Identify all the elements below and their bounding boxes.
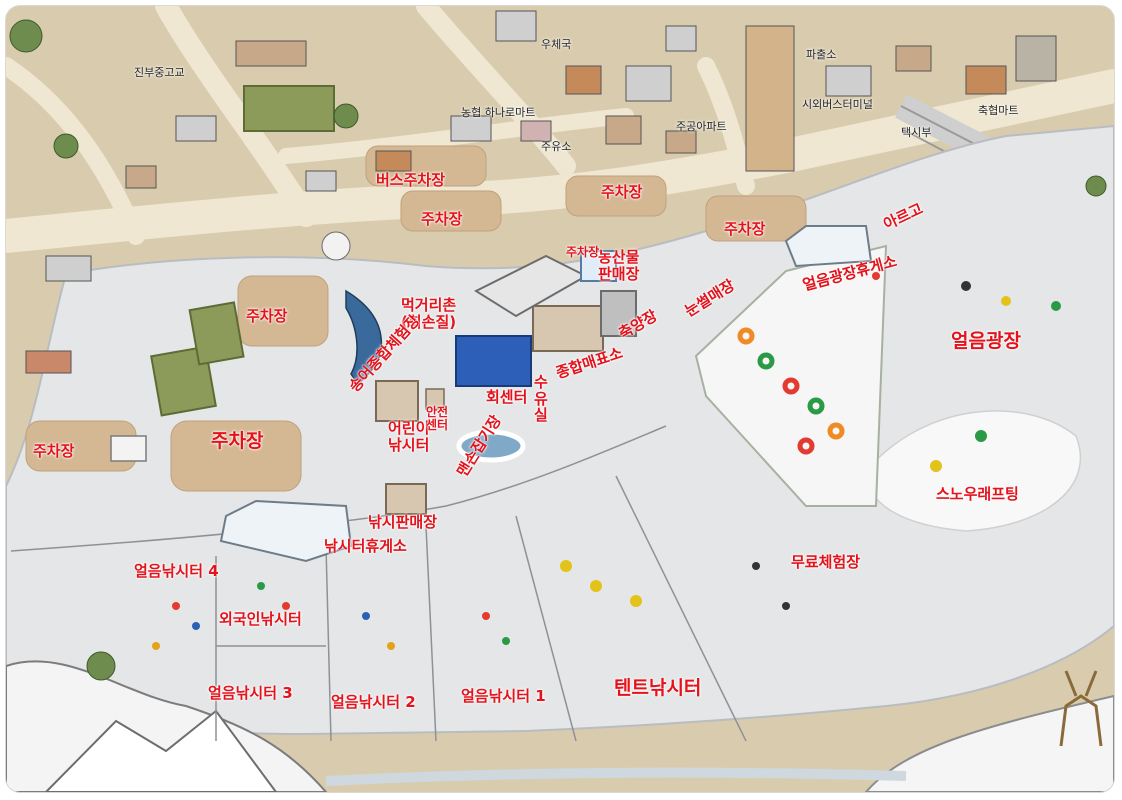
label-parking-d: 주차장	[421, 210, 463, 228]
trout-statue	[345, 289, 383, 386]
label-kids-fishing: 어린이 낚시터	[388, 419, 430, 454]
label-apartment: 주공아파트	[676, 120, 727, 133]
sled-tubes	[737, 327, 845, 455]
sports-fields	[150, 85, 335, 417]
label-fishing-rest: 낚시터휴게소	[324, 537, 407, 555]
label-parking-b: 주차장	[211, 430, 264, 452]
label-fishing-shop: 낚시판매장	[368, 513, 438, 531]
deer	[1059, 670, 1103, 747]
map-illustration	[6, 6, 1114, 792]
label-free-experience: 무료체험장	[791, 553, 861, 571]
trees	[9, 19, 1107, 681]
label-snow-rafting: 스노우래프팅	[936, 485, 1019, 503]
label-food-village: 먹거리촌 (회손질)	[401, 296, 457, 331]
label-bus-terminal: 시외버스터미널	[802, 98, 873, 111]
fishing-zone-lines	[10, 425, 747, 742]
label-school: 진부중고교	[134, 66, 185, 79]
label-ice-fishing-3: 얼음낚시터 3	[208, 684, 293, 702]
label-police: 파출소	[806, 48, 837, 61]
label-parking-f: 주차장	[724, 220, 766, 238]
label-farm-market: 농산물 판매장	[598, 248, 640, 283]
label-chukup-mart: 축협마트	[978, 104, 1019, 117]
label-parking-e: 주차장	[601, 183, 643, 201]
label-bus-parking: 버스주차장	[376, 171, 446, 189]
label-water-room: 수 유 실	[534, 373, 548, 424]
visitors	[152, 272, 1061, 650]
label-post-office: 우체국	[541, 38, 572, 51]
label-tent-fishing: 텐트낚시터	[614, 677, 702, 699]
label-ice-fishing-2: 얼음낚시터 2	[331, 693, 416, 711]
label-safety-center: 안전 센터	[426, 405, 449, 433]
label-ice-fishing-4: 얼음낚시터 4	[134, 562, 219, 580]
label-nh-mart: 농협 하나로마트	[461, 106, 536, 119]
festival-buildings	[110, 225, 873, 563]
rafting-slope	[865, 410, 1082, 532]
river-strip	[325, 767, 907, 786]
label-foreigner-fishing: 외국인낚시터	[219, 610, 302, 628]
label-sashimi-center: 회센터	[486, 388, 528, 406]
festival-map: 얼음광장 스노우래프팅 무료체험장 텐트낚시터 얼음낚시터 1 얼음낚시터 2 …	[6, 6, 1114, 792]
label-gas-station: 주유소	[541, 140, 572, 153]
town-buildings	[25, 10, 1057, 374]
label-ice-fishing-1: 얼음낚시터 1	[461, 687, 546, 705]
label-parking-a: 주차장	[246, 307, 288, 325]
sled-slope	[694, 244, 888, 507]
label-ice-plaza: 얼음광장	[951, 330, 1021, 352]
label-taxi: 택시부	[901, 126, 932, 139]
label-parking-g: 주차장	[566, 245, 600, 259]
label-parking-c: 주차장	[33, 442, 75, 460]
